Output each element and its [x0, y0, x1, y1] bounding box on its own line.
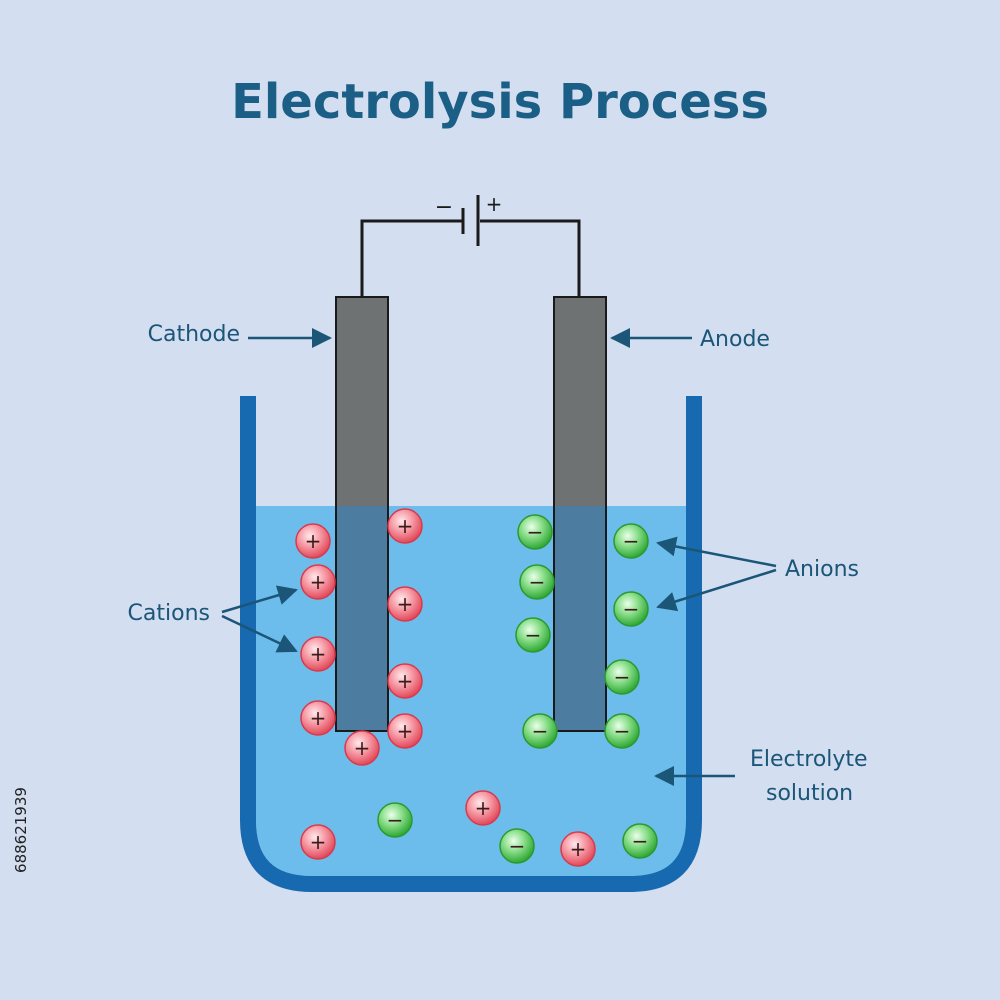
anion-ion: − [517, 514, 553, 550]
cation-ion: + [295, 523, 331, 559]
cation-ion: + [300, 564, 336, 600]
cation-ion-sign: + [305, 529, 322, 553]
cation-ion-sign: + [310, 570, 327, 594]
cation-ion-sign: + [310, 830, 327, 854]
cation-ion-sign: + [397, 669, 414, 693]
anion-ion: − [377, 802, 413, 838]
cation-ion: + [387, 713, 423, 749]
cation-ion-sign: + [475, 796, 492, 820]
anion-ion: − [522, 713, 558, 749]
anode-submerged-part [555, 506, 605, 730]
cation-ion-sign: + [570, 837, 587, 861]
anion-ion-circle [522, 713, 558, 749]
cation-ion-circle [300, 636, 336, 672]
cation-ion-circle [300, 700, 336, 736]
cation-ion: + [300, 700, 336, 736]
cation-ion: + [560, 831, 596, 867]
cation-ion-circle [387, 713, 423, 749]
anode-label: Anode [700, 327, 770, 352]
cation-ion-circle [465, 790, 501, 826]
ions: ++++++++++++−−−−−−−−−−− [295, 508, 658, 867]
cation-ion-sign: + [397, 514, 414, 538]
cathode-label: Cathode [148, 322, 240, 347]
diagram-title: Electrolysis Process [231, 74, 769, 130]
anion-ion: − [515, 617, 551, 653]
cation-ion-circle [300, 824, 336, 860]
anion-ion: − [604, 713, 640, 749]
anion-ion: − [499, 828, 535, 864]
battery-symbol: − + [435, 192, 503, 246]
anion-ion-circle [604, 713, 640, 749]
anode-wire [480, 219, 581, 298]
anion-ion-sign: − [509, 834, 526, 858]
anion-ion-sign: − [623, 529, 640, 553]
battery-negative-sign: − [435, 195, 453, 220]
anion-ion-sign: − [532, 719, 549, 743]
anion-ion-circle [515, 617, 551, 653]
cations-arrow-upper [221, 585, 298, 614]
anion-ion-sign: − [529, 570, 546, 594]
cation-ion: + [344, 730, 380, 766]
cation-ion-sign: + [310, 706, 327, 730]
anions-arrow-upper [656, 536, 777, 568]
cation-ion: + [300, 636, 336, 672]
anion-ion-circle [499, 828, 535, 864]
cation-ion: + [387, 586, 423, 622]
cation-ion-circle [387, 586, 423, 622]
beaker [240, 396, 702, 892]
cation-ion-sign: + [397, 592, 414, 616]
stock-id: 688621939 [12, 787, 30, 873]
anion-ion-sign: − [387, 808, 404, 832]
anion-ion-sign: − [623, 597, 640, 621]
cation-ion-sign: + [310, 642, 327, 666]
cathode-submerged-part [337, 506, 387, 730]
anion-ion-circle [613, 523, 649, 559]
cation-ion: + [387, 508, 423, 544]
cation-ion-circle [560, 831, 596, 867]
anion-ion-sign: − [527, 520, 544, 544]
anions-arrow-lower [656, 568, 777, 612]
electrolyte-label-line1: Electrolyte [750, 747, 868, 772]
cation-ion-sign: + [354, 736, 371, 760]
cation-ion-circle [300, 564, 336, 600]
anion-ion-sign: − [525, 623, 542, 647]
anion-ion: − [613, 523, 649, 559]
cation-ion-circle [344, 730, 380, 766]
cations-label: Cations [128, 601, 210, 626]
anion-ion-circle [622, 823, 658, 859]
cathode-wire [360, 219, 463, 298]
anion-ion: − [604, 659, 640, 695]
cation-ion: + [300, 824, 336, 860]
anion-ion: − [613, 591, 649, 627]
anion-ion-circle [613, 591, 649, 627]
anion-ion-circle [377, 802, 413, 838]
cation-ion: + [387, 663, 423, 699]
anions-label: Anions [785, 557, 859, 582]
cation-ion-sign: + [397, 719, 414, 743]
anion-ion-circle [517, 514, 553, 550]
cation-ion-circle [387, 508, 423, 544]
anion-ion-sign: − [632, 829, 649, 853]
cation-ion-circle [295, 523, 331, 559]
cations-arrow-lower [221, 614, 298, 653]
anion-ion-circle [604, 659, 640, 695]
cation-ion-circle [387, 663, 423, 699]
battery-positive-sign: + [486, 192, 503, 216]
anion-ion: − [519, 564, 555, 600]
anion-ion-sign: − [614, 719, 631, 743]
electrolyte-label-line2: solution [766, 781, 853, 806]
anion-ion-circle [519, 564, 555, 600]
anion-ion: − [622, 823, 658, 859]
anion-ion-sign: − [614, 665, 631, 689]
cation-ion: + [465, 790, 501, 826]
